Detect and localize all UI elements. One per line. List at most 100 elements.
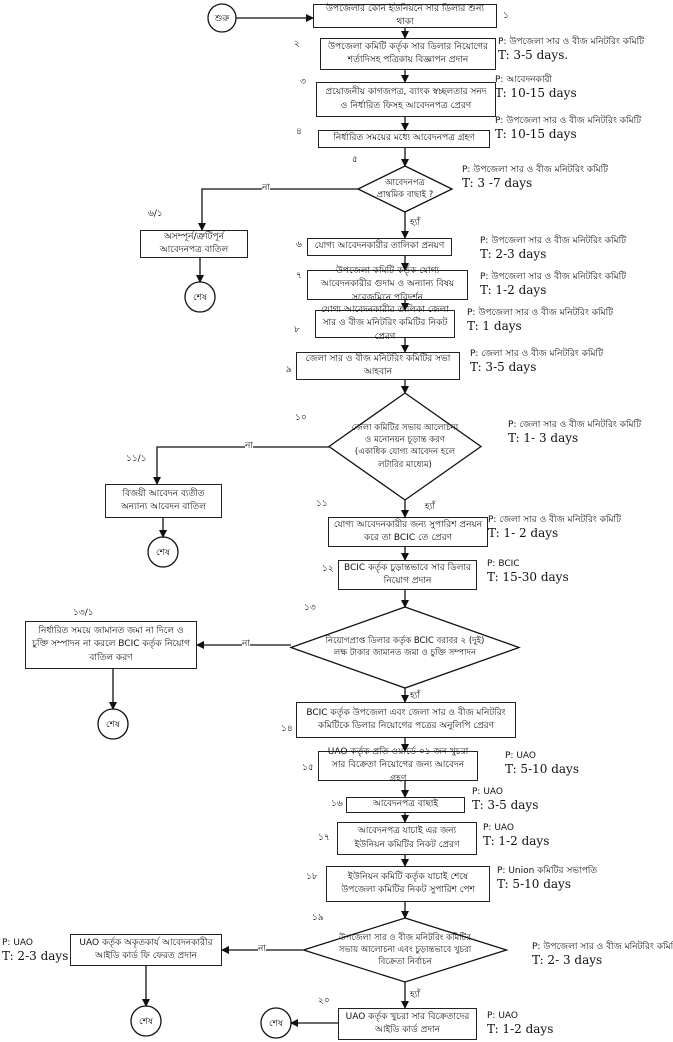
time-required: T: 15-30 days [487,570,569,585]
responsible-party: P: জেলা সার ও বীজ মনিটরিং কমিটি [470,349,604,359]
branch-label-yes: হ্যাঁ [410,218,420,228]
responsible-party: P: জেলা সার ও বীজ মনিটরিং কমিটি [508,420,642,430]
branch-label-yes: হ্যাঁ [410,691,420,701]
process-step-s17: আবেদনপত্র যাচাই এর জন্য ইউনিয়ন কমিটির ন… [337,822,477,855]
step-number-s1: ১ [503,11,509,21]
process-step-s15: UAO কর্তৃক প্রতি ওয়ার্ডে ০১ জন খুচরা সা… [318,747,478,784]
process-step-s2: উপজেলা কমিটি কর্তৃক সার ডিলার নিয়োগের শ… [320,38,496,70]
responsible-party: P: উপজেলা সার ও বীজ মনিটরিং কমিটি [498,37,645,47]
step-number-s4: ৪ [296,127,302,137]
end-label: শেষ [269,1018,283,1029]
time-required: T: 1-2 days [483,834,550,849]
time-required: T: 5-10 days [505,762,579,777]
time-required: T: 2-3 days [480,247,547,262]
process-step-s7: উপজেলা কমিটি কর্তৃক যোগ্য আবেদনকারীর গুদ… [307,266,468,303]
time-required: T: 10-15 days [495,86,577,101]
flow-arrow [153,446,329,485]
responsible-party: P: UAO [487,1011,518,1021]
step-number-s7: ৭ [296,271,302,281]
step-number-s10: ১০ [295,413,307,423]
process-step-s13_1: নির্ধারিত সময়ে জামানত জমা না দিলে ও চুক… [25,621,197,669]
responsible-party: P: উপজেলা সার ও বীজ মনিটরিং কমিটি [462,165,609,175]
step-number-s13_1: ১৩/১ [73,608,94,618]
step-number-s15: ১৫ [302,763,314,773]
step-number-s17: ১৭ [318,833,330,843]
decision-text-s5: আবেদনপত্র প্রাথমিক বাছাই ? [376,177,434,200]
flow-arrow [198,188,358,231]
end-label: শেষ [193,292,207,303]
responsible-party: P: উপজেলা সার ও বীজ মনিটরিং কমিটি [480,236,627,246]
step-number-s13: ১৩ [304,603,316,613]
time-required: T: 3-5 days. [498,48,569,63]
time-required: T: 1 days [467,319,522,334]
responsibility-time-s18: P: Union কমিটির সভাপতিT: 5-10 days [497,866,597,892]
time-required: T: 3-5 days [472,798,539,813]
decision-text-s19: উপজেলা সার ও বীজ মনিটরিং কমিটির সভায় আল… [338,932,472,968]
end-label: শেষ [156,547,170,558]
responsibility-time-s4: P: উপজেলা সার ও বীজ মনিটরিং কমিটিT: 10-1… [495,116,641,142]
branch-label-no: না [242,639,250,649]
step-number-s5: ৫ [352,155,358,165]
time-required: T: 1-2 days [480,283,547,298]
step-number-s18: ১৮ [306,872,318,882]
decision-text-s13: নিয়োগপ্রাপ্ত ডিলার কর্তৃক BCIC বরাবর ২ … [325,636,485,659]
branch-label-no: না [245,441,253,451]
step-number-s2: ২ [294,39,300,49]
responsibility-time-s9: P: জেলা সার ও বীজ মনিটরিং কমিটিT: 3-5 da… [470,349,603,375]
responsible-party: P: UAO [505,751,536,761]
responsible-party: P: উপজেলা সার ও বীজ মনিটরিং কমিটি [532,942,673,952]
step-number-s6: ৬ [296,240,302,250]
step-number-s11: ১১ [316,499,328,509]
process-step-s11: যোগ্য আবেদনকারীর জন্য সুপারিশ প্রনয়ন কর… [328,517,488,547]
step-number-s19: ১৯ [312,913,324,923]
process-step-s20: UAO কর্তৃক খুচরা সার বিক্রেতাদের আইডি কা… [338,1008,477,1040]
process-step-s11_1: বিজয়ী আবেদন ব্যতীত অন্যান্য আবেদন বাতিল [105,484,222,518]
responsible-party: P: জেলা সার ও বীজ মনিটরিং কমিটি [488,515,622,525]
responsible-party: P: UAO [472,787,503,797]
responsibility-time-s11: P: জেলা সার ও বীজ মনিটরিং কমিটিT: 1- 2 d… [488,515,621,541]
time-required: T: 2- 3 days [532,953,603,968]
process-step-s14: BCIC কর্তৃক উপজেলা এবং জেলা সার ও বীজ মন… [296,702,516,738]
time-required: T: 1- 2 days [488,526,559,541]
end-label: শেষ [106,719,120,730]
step-number-s20: ২০ [318,996,330,1006]
step-number-s6_1: ৬/১ [148,209,163,219]
responsible-party: P: Union কমিটির সভাপতি [497,866,598,876]
process-step-s1: উপজেলার কোন ইউনিয়নে সার ডিলার শুন্য থাক… [313,4,497,28]
branch-label-no: না [262,183,270,193]
step-number-s9: ৯ [286,365,292,375]
process-step-s6: যোগ্য আবেদনকারীর তালিকা প্রনয়ণ [307,238,452,256]
responsibility-time-s2: P: উপজেলা সার ও বীজ মনিটরিং কমিটিT: 3-5 … [498,37,644,63]
decision-text-s10: জেলা কমিটির সভায় আলোচনা ও মনোনয়ন চূড়া… [351,422,459,470]
responsibility-time-s7: P: উপজেলা সার ও বীজ মনিটরিং কমিটিT: 1-2 … [480,272,626,298]
time-required: T: 3 -7 days [462,176,533,191]
responsible-party: P: উপজেলা সার ও বীজ মনিটরিং কমিটি [467,308,614,318]
time-required: T: 10-15 days [495,127,577,142]
responsibility-time-s8: P: উপজেলা সার ও বীজ মনিটরিং কমিটিT: 1 da… [467,308,613,334]
end-label: শেষ [139,1016,153,1027]
process-step-s19_1: UAO কর্তৃক অকৃতকার্য আবেদনকারীর আইডি কার… [70,934,222,966]
time-required: T: 1-2 days [487,1022,554,1037]
start-label: শুরু [214,13,230,24]
process-step-s3: প্রয়োজনীয় কাগজপত্র, ব্যাংক স্বচ্ছলতার … [316,82,496,117]
responsible-party: P: উপজেলা সার ও বীজ মনিটরিং কমিটি [495,116,642,126]
responsible-party: P: UAO [483,823,514,833]
step-number-s16: ১৬ [331,799,343,809]
branch-label-no: না [258,944,266,954]
responsibility-time-s6: P: উপজেলা সার ও বীজ মনিটরিং কমিটিT: 2-3 … [480,236,626,262]
step-number-s11_1: ১১/১ [126,454,147,464]
process-step-s4: নির্ধারিত সময়ের মধ্যে আবেদনপত্র গ্রহণ [318,130,490,148]
step-number-s8: ৮ [294,325,300,335]
step-number-s12: ১২ [322,564,334,574]
step-number-s3: ৩ [300,77,306,87]
step-number-s14: ১৪ [281,724,293,734]
process-step-s16: আবেদনপত্র বাছাই [346,797,465,813]
process-step-s18: ইউনিয়ন কমিটি কর্তৃক যাচাই শেষে উপজেলা ক… [326,866,490,902]
responsible-party: P: আবেদনকারী [495,75,552,85]
